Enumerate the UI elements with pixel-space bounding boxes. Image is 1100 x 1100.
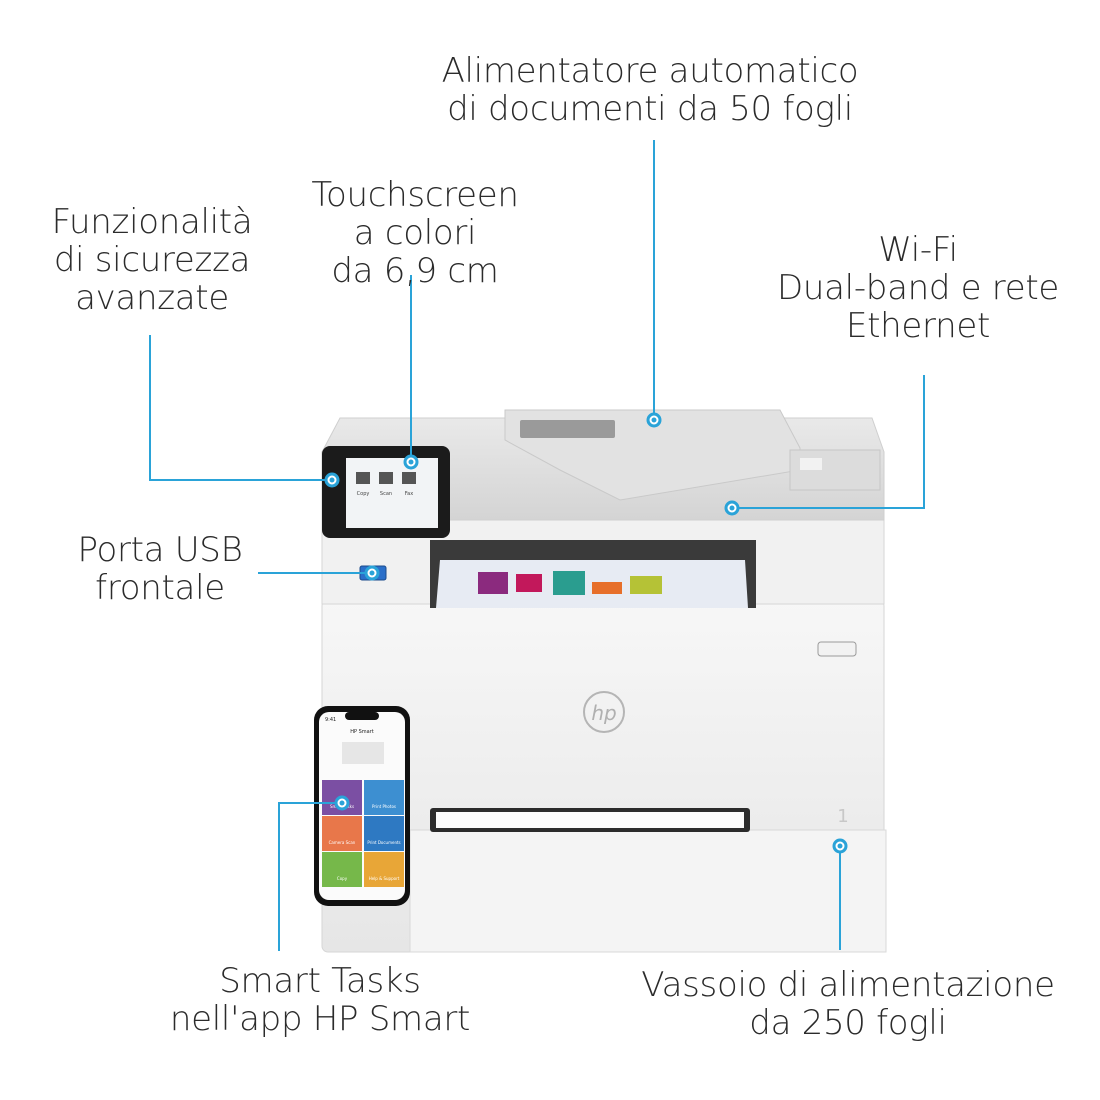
power-button bbox=[817, 641, 857, 657]
callout-security: Funzionalità di sicurezza avanzate bbox=[51, 202, 253, 318]
phone-time: 9:41 bbox=[325, 717, 336, 723]
svg-text:Copy: Copy bbox=[337, 876, 348, 881]
callout-smart-tasks: Smart Tasks nell'app HP Smart bbox=[169, 961, 471, 1039]
phone-tile bbox=[364, 852, 404, 887]
svg-text:Copy: Copy bbox=[357, 491, 370, 497]
callout-adf: Alimentatore automatico di documenti da … bbox=[441, 51, 859, 129]
phone-tile bbox=[364, 780, 404, 815]
callout-dots bbox=[324, 412, 848, 854]
callout-usb: Porta USB frontale bbox=[77, 530, 243, 608]
callout-tray: Vassoio di alimentazione da 250 fogli bbox=[641, 965, 1055, 1043]
svg-text:Camera Scan: Camera Scan bbox=[329, 840, 356, 845]
hp-logo-text: hp bbox=[591, 701, 616, 725]
svg-text:Help & Support: Help & Support bbox=[369, 876, 400, 881]
phone-tile bbox=[322, 816, 362, 851]
callout-wifi: Wi-Fi Dual-band e rete Ethernet bbox=[777, 230, 1059, 346]
touchscreen-display bbox=[346, 458, 438, 528]
svg-text:Print Documents: Print Documents bbox=[367, 840, 400, 845]
callout-touchscreen: Touchscreen a colori da 6,9 cm bbox=[311, 175, 519, 291]
hp-logo bbox=[583, 691, 625, 733]
tray-number: 1 bbox=[837, 806, 848, 827]
phone-app-title: HP Smart bbox=[350, 729, 374, 735]
svg-text:Print Photos: Print Photos bbox=[372, 804, 396, 809]
phone-tile bbox=[364, 816, 404, 851]
svg-text:Fax: Fax bbox=[405, 491, 413, 497]
callout-lines bbox=[149, 140, 925, 951]
phone-tile bbox=[322, 852, 362, 887]
svg-text:Scan: Scan bbox=[380, 491, 392, 497]
paper-tray bbox=[409, 829, 887, 953]
